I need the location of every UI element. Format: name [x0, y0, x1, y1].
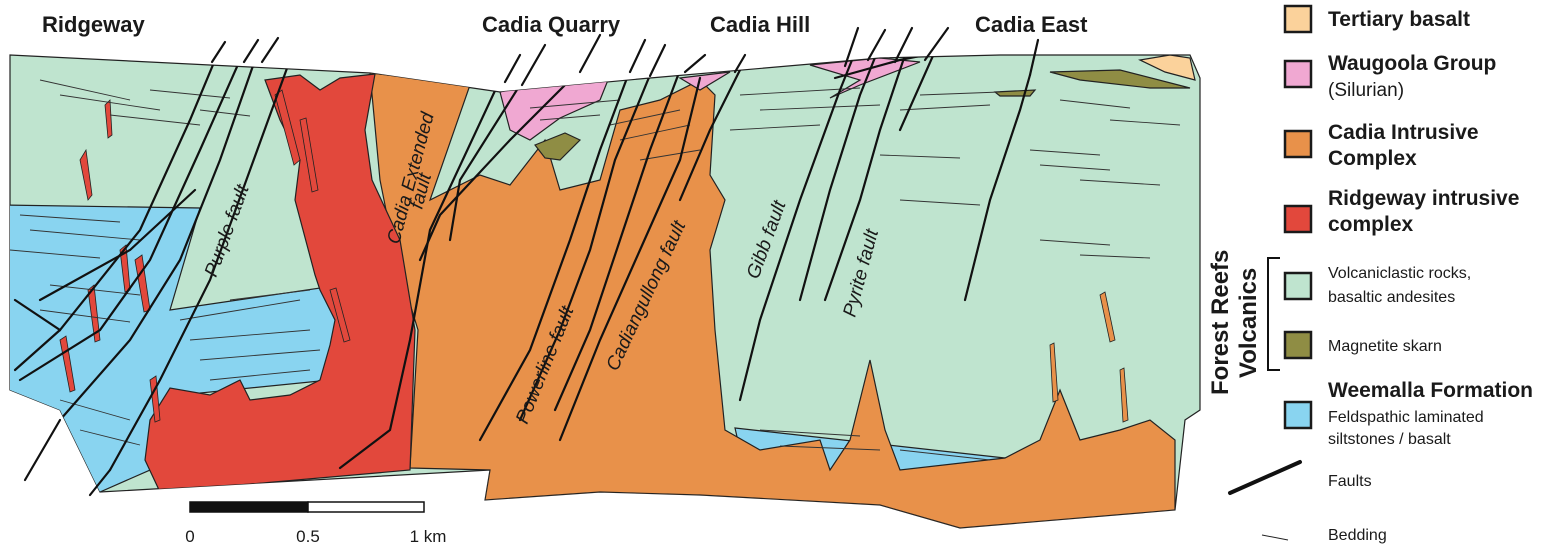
swatch-ridgeway-intrusive	[1285, 206, 1311, 232]
scale-tick-half: 0.5	[296, 527, 320, 546]
scale-tick-0: 0	[185, 527, 194, 546]
group-label-volcanics: Volcanics	[1235, 268, 1262, 378]
legend-bedding-symbol	[1262, 535, 1288, 540]
scale-tick-1km: 1 km	[410, 527, 447, 546]
legend-volcaniclastic-2: basaltic andesites	[1328, 289, 1455, 306]
legend-tertiary-basalt: Tertiary basalt	[1328, 8, 1470, 31]
legend-waugoola-sub: (Silurian)	[1328, 80, 1404, 101]
legend-weemalla-sub2: siltstones / basalt	[1328, 431, 1451, 448]
legend-fault-symbol	[1230, 462, 1300, 493]
swatch-weemalla	[1285, 402, 1311, 428]
swatch-waugoola	[1285, 61, 1311, 87]
legend-weemalla-sub1: Feldspathic laminated	[1328, 409, 1484, 426]
legend-cadia-intrusive-2: Complex	[1328, 147, 1417, 170]
label-cadia-east: Cadia East	[975, 12, 1088, 37]
label-cadia-quarry: Cadia Quarry	[482, 12, 621, 37]
legend-weemalla: Weemalla Formation	[1328, 379, 1533, 402]
scale-bar: 0 0.5 1 km	[185, 502, 446, 546]
legend-volcaniclastic-1: Volcaniclastic rocks,	[1328, 265, 1471, 282]
cross-section-body	[0, 28, 1200, 528]
label-cadia-hill: Cadia Hill	[710, 12, 810, 37]
swatch-magnetite-skarn	[1285, 332, 1311, 358]
legend-waugoola: Waugoola Group	[1328, 52, 1496, 75]
forest-reefs-bracket	[1268, 258, 1280, 370]
swatch-cadia-intrusive	[1285, 131, 1311, 157]
legend-ridgeway-intrusive-2: complex	[1328, 213, 1414, 236]
swatch-volcaniclastic	[1285, 273, 1311, 299]
legend: Tertiary basalt Waugoola Group (Silurian…	[1207, 6, 1533, 544]
legend-magnetite-skarn: Magnetite skarn	[1328, 338, 1442, 355]
legend-ridgeway-intrusive-1: Ridgeway intrusive	[1328, 187, 1519, 210]
label-ridgeway: Ridgeway	[42, 12, 145, 37]
group-label-forest-reefs: Forest Reefs	[1207, 250, 1234, 395]
swatch-tertiary-basalt	[1285, 6, 1311, 32]
legend-bedding: Bedding	[1328, 527, 1387, 544]
legend-faults: Faults	[1328, 473, 1372, 490]
legend-cadia-intrusive-1: Cadia Intrusive	[1328, 121, 1479, 144]
